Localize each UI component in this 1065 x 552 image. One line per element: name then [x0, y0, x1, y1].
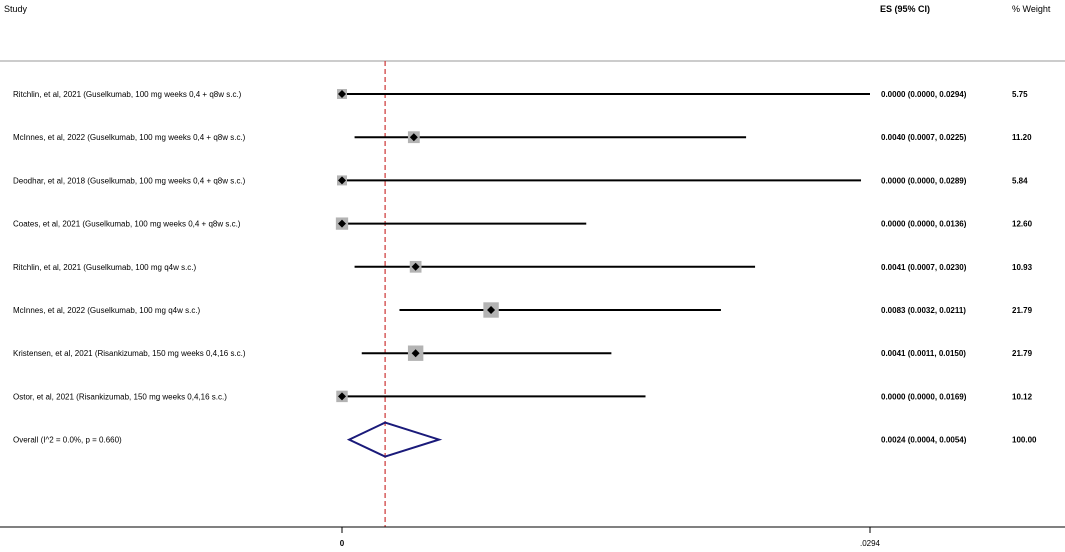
x-tick-label-1: .0294 — [860, 539, 881, 548]
weight-text-0: 5.75 — [1012, 90, 1028, 99]
es-ci-text-5: 0.0083 (0.0032, 0.0211) — [881, 306, 966, 315]
es-ci-text-2: 0.0000 (0.0000, 0.0289) — [881, 176, 967, 185]
point-estimate-5 — [487, 306, 496, 314]
overall-label: Overall (I^2 = 0.0%, p = 0.660) — [13, 436, 122, 445]
es-ci-text-0: 0.0000 (0.0000, 0.0294) — [881, 90, 967, 99]
es-ci-text-7: 0.0000 (0.0000, 0.0169) — [881, 392, 967, 401]
weight-text-6: 21.79 — [1012, 349, 1033, 358]
point-estimate-2 — [338, 176, 346, 185]
weight-text-2: 5.84 — [1012, 176, 1028, 185]
weight-text-3: 12.60 — [1012, 220, 1033, 229]
study-label-2: Deodhar, et al, 2018 (Guselkumab, 100 mg… — [13, 176, 246, 185]
point-estimate-0 — [338, 90, 346, 98]
study-header: Study — [4, 4, 28, 14]
study-label-5: McInnes, et al, 2022 (Guselkumab, 100 mg… — [13, 306, 201, 315]
es-ci-text-6: 0.0041 (0.0011, 0.0150) — [881, 349, 966, 358]
x-tick-label-0: 0 — [340, 539, 345, 548]
point-estimate-6 — [411, 349, 420, 358]
study-label-1: McInnes, et al, 2022 (Guselkumab, 100 mg… — [13, 133, 246, 142]
study-label-3: Coates, et al, 2021 (Guselkumab, 100 mg … — [13, 220, 241, 229]
study-label-4: Ritchlin, et al, 2021 (Guselkumab, 100 m… — [13, 263, 197, 272]
overall-weight-text: 100.00 — [1012, 436, 1037, 445]
weight-text-7: 10.12 — [1012, 392, 1033, 401]
es-ci-text-3: 0.0000 (0.0000, 0.0136) — [881, 220, 967, 229]
es-ci-text-4: 0.0041 (0.0007, 0.0230) — [881, 263, 967, 272]
study-label-0: Ritchlin, et al, 2021 (Guselkumab, 100 m… — [13, 90, 242, 99]
weight-text-5: 21.79 — [1012, 306, 1033, 315]
weight-text-4: 10.93 — [1012, 263, 1033, 272]
point-estimate-4 — [411, 262, 420, 271]
study-label-7: Ostor, et al, 2021 (Risankizumab, 150 mg… — [13, 392, 227, 401]
es-ci-text-1: 0.0040 (0.0007, 0.0225) — [881, 133, 967, 142]
point-estimate-3 — [338, 219, 346, 228]
point-estimate-7 — [338, 392, 346, 401]
weight-text-1: 11.20 — [1012, 133, 1032, 142]
es-header: ES (95% CI) — [880, 4, 931, 14]
weight-header: % Weight — [1012, 4, 1051, 14]
overall-diamond — [346, 421, 443, 458]
study-label-6: Kristensen, et al, 2021 (Risankizumab, 1… — [13, 349, 246, 358]
point-estimate-1 — [409, 133, 418, 142]
overall-es-ci-text: 0.0024 (0.0004, 0.0054) — [881, 436, 967, 445]
